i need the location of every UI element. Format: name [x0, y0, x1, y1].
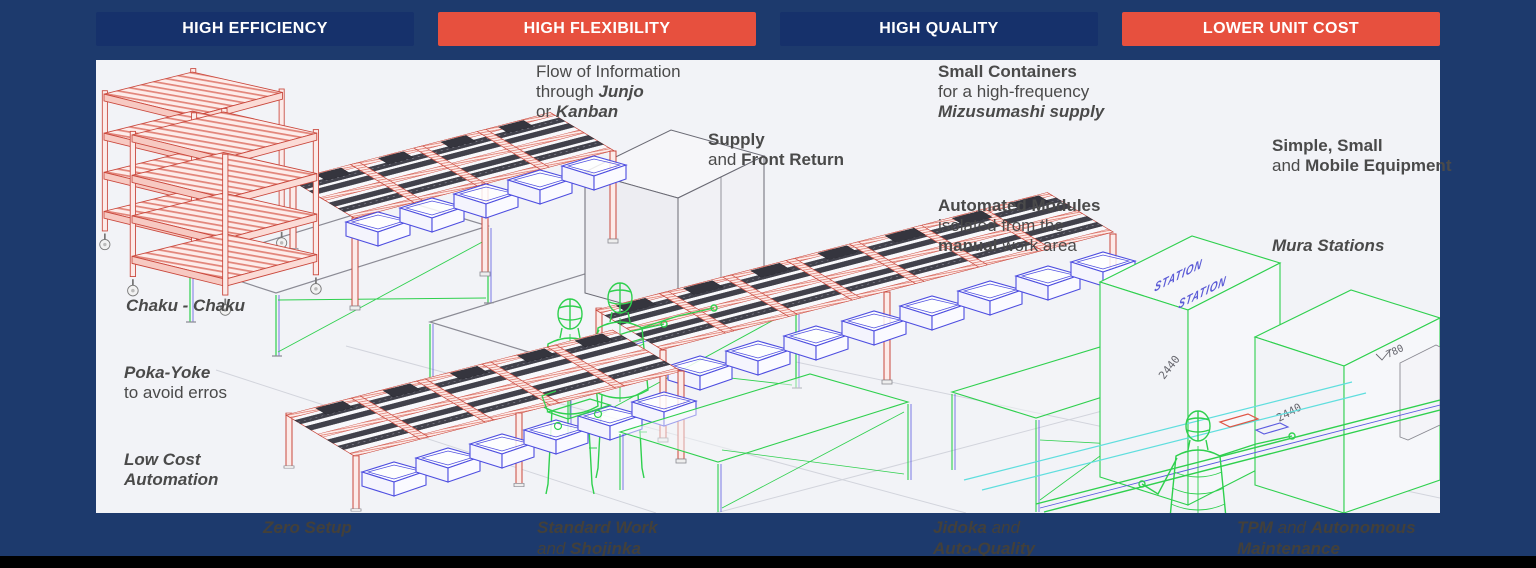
flow-rack-lower [283, 329, 697, 512]
annotation-poka-yoke: Poka-Yoke to avoid erros [124, 363, 227, 403]
supply-dolly [541, 390, 612, 431]
keyword-supply: Supply [708, 130, 765, 149]
annotation-low-cost-automation: Low Cost Automation [124, 450, 218, 490]
annotation-line: for a high-frequency [938, 82, 1090, 101]
footer-jidoka: Jidoka and Auto-Quality [933, 517, 1035, 559]
keyword-simple-small: Simple, Small [1272, 136, 1383, 155]
keyword-auto-quality: Auto-Quality [933, 539, 1035, 558]
keyword-standard-work: Standard Work [537, 518, 658, 537]
keyword-automation: Automation [124, 470, 219, 489]
badge-high-flexibility: HIGH FLEXIBILITY [438, 12, 756, 46]
badge-label: LOWER UNIT COST [1202, 20, 1360, 37]
annotation-mura-stations: Mura Stations [1272, 236, 1384, 256]
annotation-line: or [536, 102, 556, 121]
flow-rack-automated [593, 192, 1136, 443]
keyword-tpm: TPM [1237, 518, 1278, 537]
annotation-automated-modules: Automated Modules isolated from the manu… [938, 196, 1100, 256]
footer-zero-setup: Zero Setup [263, 517, 352, 538]
annotation-line: work area [1002, 236, 1077, 255]
bottom-black-bar [0, 556, 1536, 568]
footer-standard-work: Standard Work and Shojinka [537, 517, 658, 559]
keyword-automated-modules: Automated Modules [938, 196, 1101, 215]
keyword-manual: manual [938, 236, 1003, 255]
annotation-line: isolated from the [938, 216, 1064, 235]
keyword-poka-yoke: Poka-Yoke [124, 363, 211, 382]
annotation-line: through [536, 82, 599, 101]
keyword-kanban: Kanban [555, 102, 619, 121]
keyword-mura-stations: Mura Stations [1272, 236, 1385, 255]
station-boxes: STATION STATION 2440 2440 780 [1098, 235, 1440, 513]
keyword-zero-setup: Zero Setup [263, 518, 352, 537]
footer-tpm: TPM and Autonomous Maintenance [1237, 517, 1416, 559]
footer-line: and [537, 539, 571, 558]
flow-rack-upper [287, 112, 627, 311]
annotation-supply-front-return: Supply and Front Return [708, 130, 844, 170]
keyword-jidoka: Jidoka [933, 518, 992, 537]
badge-high-efficiency: HIGH EFFICIENCY [96, 12, 414, 46]
footer-line: and [1277, 518, 1311, 537]
badge-lower-unit-cost: LOWER UNIT COST [1122, 12, 1440, 46]
badge-label: HIGH FLEXIBILITY [523, 20, 671, 37]
keyword-mizusumashi: Mizusumashi supply [938, 102, 1105, 121]
annotation-flow-of-information: Flow of Information through Junjo or Kan… [536, 62, 681, 122]
annotation-line: to avoid erros [124, 383, 227, 402]
keyword-chaku-chaku: Chaku - Chaku [126, 296, 246, 315]
badge-high-quality: HIGH QUALITY [780, 12, 1098, 46]
annotation-small-containers: Small Containers for a high-frequency Mi… [938, 62, 1104, 122]
annotation-line: and [1272, 156, 1306, 175]
keyword-mobile-equipment: Mobile Equipment [1305, 156, 1452, 175]
keyword-shojinka: Shojinka [570, 539, 641, 558]
keyword-autonomous: Autonomous [1310, 518, 1416, 537]
keyword-small-containers: Small Containers [938, 62, 1077, 81]
keyword-maintenance: Maintenance [1237, 539, 1340, 558]
annotation-line: Flow of Information [536, 62, 681, 81]
badge-label: HIGH QUALITY [879, 20, 999, 37]
diagram-panel: STATION STATION 2440 2440 780 Flow of I [96, 60, 1451, 513]
cad-illustration: STATION STATION 2440 2440 780 [96, 60, 1440, 513]
badge-label: HIGH EFFICIENCY [182, 20, 328, 37]
keyword-junjo: Junjo [598, 82, 644, 101]
annotation-chaku-chaku: Chaku - Chaku [126, 296, 245, 316]
conveyor-lines [963, 381, 1440, 513]
annotation-mobile-equipment: Simple, Small and Mobile Equipment [1272, 136, 1451, 176]
workbench-table-bottom-left [618, 373, 912, 512]
keyword-low-cost: Low Cost [124, 450, 201, 469]
footer-line: and [991, 518, 1020, 537]
annotation-line: and [708, 150, 742, 169]
keyword-front-return: Front Return [741, 150, 845, 169]
